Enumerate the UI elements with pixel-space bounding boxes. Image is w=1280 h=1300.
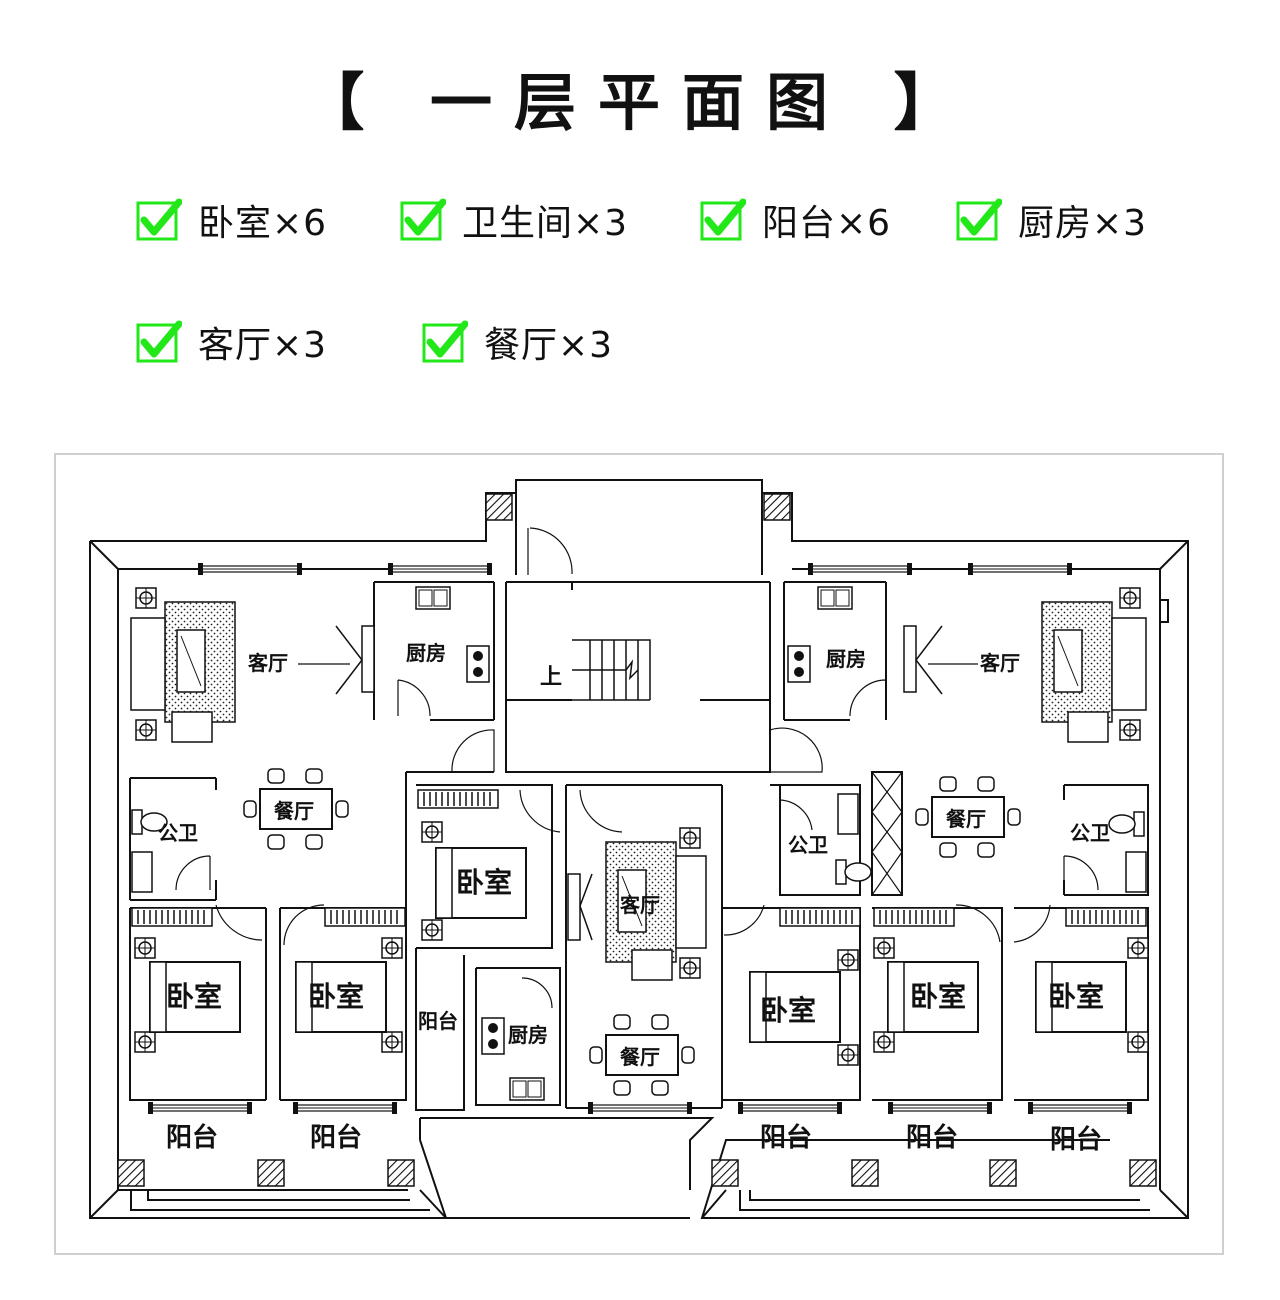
- floor-plan-frame: [54, 453, 1224, 1255]
- room-label-bed-center-low: 卧室: [760, 994, 816, 1027]
- room-label-living-left: 客厅: [247, 651, 288, 675]
- room-label-bed-right-2: 卧室: [1048, 980, 1104, 1013]
- room-label-balcony-left-2: 阳台: [310, 1122, 362, 1153]
- summary-label: 客厅×3: [198, 325, 328, 366]
- room-label-bath-left: 公卫: [158, 821, 198, 845]
- checkbox-check-icon: [422, 320, 468, 363]
- room-label-kitchen-center: 厨房: [508, 1023, 548, 1047]
- room-label-bed-right-1: 卧室: [910, 980, 966, 1013]
- checkbox-check-icon: [700, 198, 746, 241]
- summary-bedrooms: 卧室×6: [136, 195, 327, 245]
- page-title: 【 一层平面图 】: [302, 66, 978, 139]
- room-label-bed-center-top: 卧室: [456, 866, 512, 899]
- room-label-kitchen-left: 厨房: [406, 641, 446, 665]
- checkbox-check-icon: [400, 198, 446, 241]
- summary-living-rooms: 客厅×3: [136, 317, 327, 367]
- sofas: [130, 617, 1147, 981]
- staircase: [572, 639, 651, 701]
- stair-label: 上: [540, 665, 562, 690]
- room-label-kitchen-right: 厨房: [826, 647, 866, 671]
- tv-units: [335, 625, 943, 941]
- summary-label: 卫生间×3: [462, 203, 629, 244]
- room-label-dining-right: 餐厅: [946, 807, 986, 831]
- summary-balconies: 阳台×6: [700, 195, 891, 245]
- room-label-bath-center: 公卫: [788, 833, 828, 857]
- summary-label: 卧室×6: [198, 203, 328, 244]
- room-label-bath-right: 公卫: [1070, 821, 1110, 845]
- summary-label: 餐厅×3: [484, 325, 614, 366]
- exterior-walls: [89, 479, 1189, 1219]
- room-label-balcony-right-2: 阳台: [906, 1122, 958, 1153]
- entrance-porch: [515, 493, 763, 575]
- room-label-living-right: 客厅: [979, 651, 1020, 675]
- room-label-balcony-right-1: 阳台: [760, 1122, 812, 1153]
- summary-dining-rooms: 餐厅×3: [422, 317, 613, 367]
- interior-walls: [129, 581, 1149, 1111]
- room-label-bed-left-1: 卧室: [166, 980, 222, 1013]
- room-label-living-center: 客厅: [619, 893, 660, 917]
- checkbox-check-icon: [136, 198, 182, 241]
- room-label-dining-left: 餐厅: [274, 799, 314, 823]
- summary-label: 厨房×3: [1018, 203, 1148, 244]
- room-label-balcony-right-3: 阳台: [1050, 1124, 1102, 1155]
- summary-kitchens: 厨房×3: [956, 195, 1147, 245]
- room-label-balcony-left-1: 阳台: [166, 1122, 218, 1153]
- summary-label: 阳台×6: [762, 203, 892, 244]
- checkbox-check-icon: [136, 320, 182, 363]
- room-label-bed-left-2: 卧室: [308, 980, 364, 1013]
- washbasins: [131, 793, 1147, 893]
- checkbox-check-icon: [956, 198, 1002, 241]
- service-shaft: [871, 771, 903, 896]
- room-label-dining-center: 餐厅: [620, 1045, 660, 1069]
- door-swings: [175, 679, 1099, 1009]
- summary-bathrooms: 卫生间×3: [400, 195, 628, 245]
- room-label-balcony-center: 阳台: [418, 1009, 458, 1033]
